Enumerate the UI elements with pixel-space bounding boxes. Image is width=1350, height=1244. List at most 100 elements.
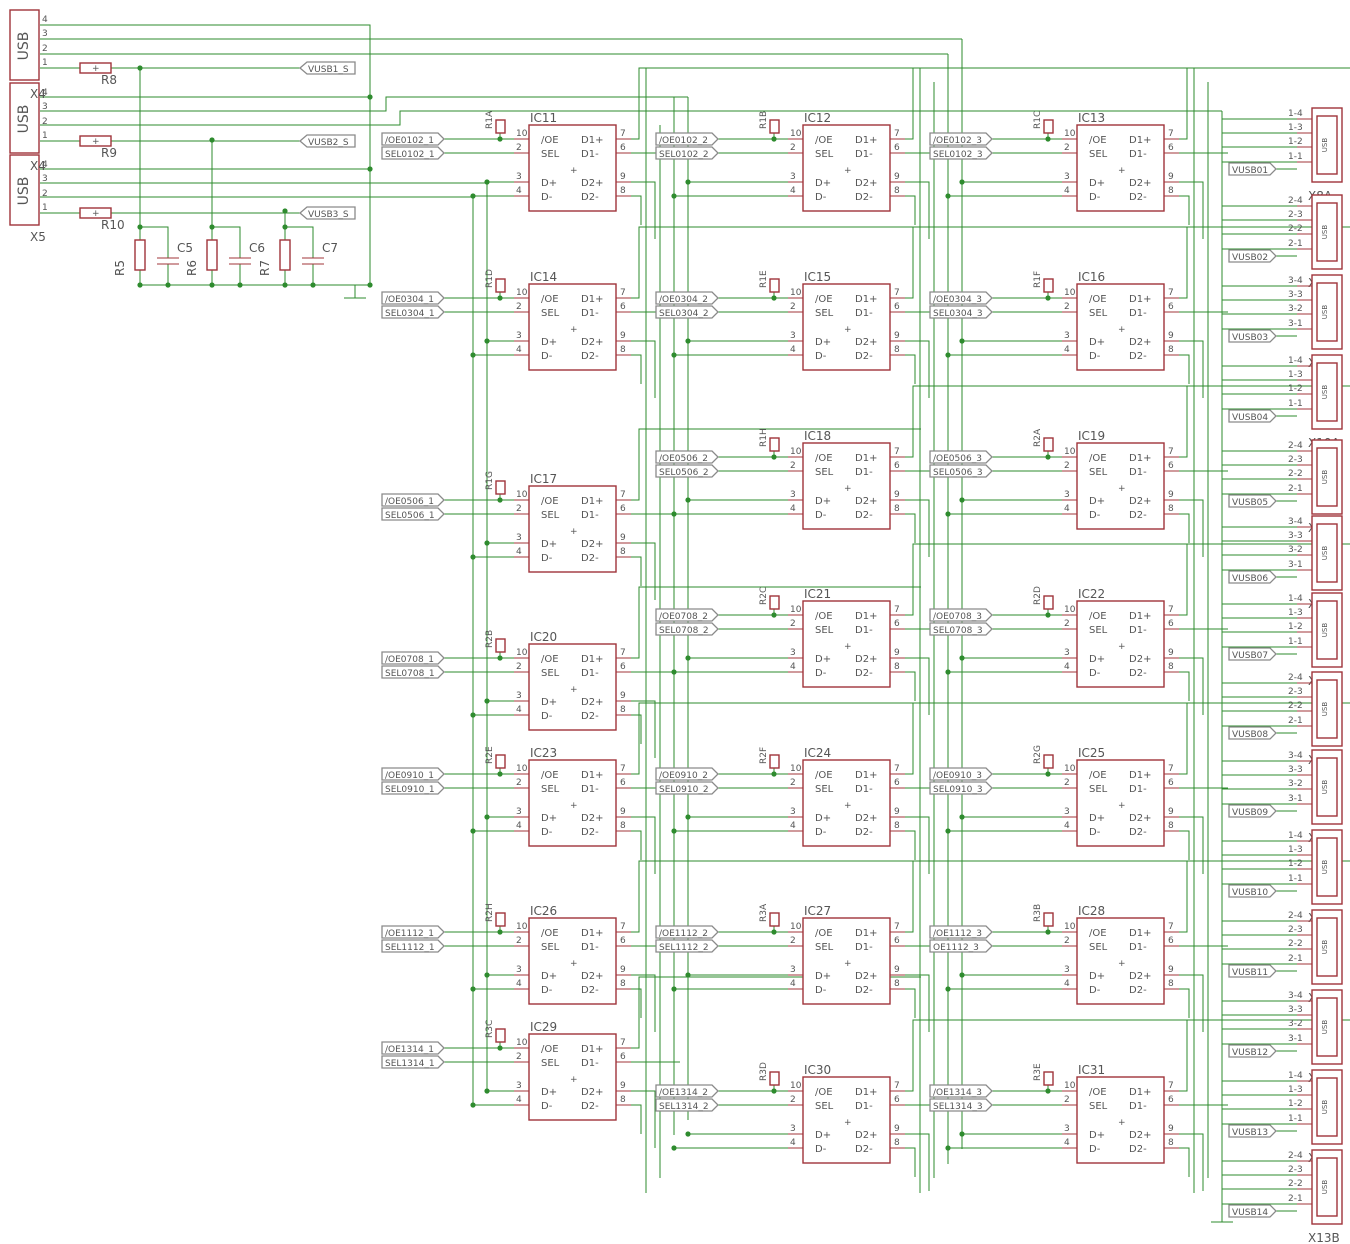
connector-ref: X4 bbox=[30, 159, 46, 173]
net-flag-label: /OE0708_1 bbox=[385, 655, 434, 665]
pin-label: D+ bbox=[815, 813, 831, 824]
pin-number: 3 bbox=[516, 807, 522, 817]
net-flag-label: SEL0304_2 bbox=[659, 309, 709, 319]
pin-number: 7 bbox=[620, 648, 626, 658]
pin-number: 2-4 bbox=[1288, 441, 1303, 451]
net-flag bbox=[1228, 884, 1277, 898]
pin-number: 8 bbox=[894, 186, 900, 196]
pin-number: 2 bbox=[516, 778, 522, 788]
pin-label: SEL bbox=[1089, 784, 1108, 795]
capacitor-ref: C6 bbox=[249, 241, 265, 255]
pullup-resistor bbox=[495, 278, 506, 293]
pullup-resistor bbox=[1043, 754, 1054, 769]
switch-ic bbox=[1076, 442, 1165, 530]
net-flag bbox=[929, 781, 993, 795]
pin-label: D2+ bbox=[855, 178, 877, 189]
net-flag-label: SEL0910_3 bbox=[933, 785, 983, 795]
pin-number: 8 bbox=[894, 979, 900, 989]
pin-label: D- bbox=[815, 668, 827, 679]
pin-label: SEL bbox=[541, 510, 560, 521]
net-flag-label: SEL0910_2 bbox=[659, 785, 709, 795]
pin-number: 3 bbox=[790, 807, 796, 817]
pin-number: 6 bbox=[620, 1052, 626, 1062]
pullup-resistor bbox=[495, 480, 506, 495]
ic-ref: IC12 bbox=[804, 111, 831, 125]
pin-number: 3-3 bbox=[1288, 1005, 1303, 1015]
pin-number: 8 bbox=[620, 1095, 626, 1105]
junction-dot bbox=[959, 1131, 965, 1137]
center-mark: + bbox=[844, 325, 852, 335]
pin-number: 2 bbox=[790, 778, 796, 788]
pin-label: D- bbox=[815, 827, 827, 838]
junction-dot bbox=[945, 193, 951, 199]
plus-mark: + bbox=[92, 137, 100, 147]
net-flag bbox=[1228, 964, 1277, 978]
net-flag-label: /OE0102_2 bbox=[659, 136, 708, 146]
pin-label: D2+ bbox=[581, 178, 603, 189]
pin-number: 7 bbox=[1168, 605, 1174, 615]
pin-number: 6 bbox=[1168, 619, 1174, 629]
net-flag bbox=[381, 132, 445, 146]
junction-dot bbox=[945, 669, 951, 675]
plus-mark: + bbox=[92, 64, 100, 74]
pin-label: D+ bbox=[1089, 654, 1105, 665]
junction-dot bbox=[209, 224, 215, 230]
pin-number: 3 bbox=[42, 102, 48, 112]
pin-number: 1-3 bbox=[1288, 123, 1303, 133]
net-flag bbox=[929, 1098, 993, 1112]
net-flag bbox=[1228, 249, 1277, 263]
pin-label: D+ bbox=[1089, 813, 1105, 824]
pin-number: 6 bbox=[1168, 461, 1174, 471]
pin-number: 4 bbox=[790, 979, 796, 989]
pin-label: D- bbox=[541, 351, 553, 362]
pin-label: D- bbox=[1089, 1144, 1101, 1155]
pin-label: D2+ bbox=[1129, 178, 1151, 189]
pin-label: D2- bbox=[855, 827, 873, 838]
junction-dot bbox=[484, 972, 490, 978]
pin-number: 9 bbox=[1168, 490, 1174, 500]
pin-number: 8 bbox=[1168, 345, 1174, 355]
net-flag bbox=[299, 61, 356, 75]
junction-dot bbox=[470, 554, 476, 560]
usb-input-connector bbox=[9, 9, 40, 81]
pin-label: /OE bbox=[541, 135, 559, 146]
pin-number: 2-4 bbox=[1288, 911, 1303, 921]
pin-label: D+ bbox=[815, 178, 831, 189]
pin-number: 2-2 bbox=[1288, 469, 1303, 479]
net-flag bbox=[1228, 1204, 1277, 1218]
net-flag bbox=[381, 925, 445, 939]
pin-label: D1- bbox=[855, 784, 873, 795]
pin-number: 1-4 bbox=[1288, 1071, 1303, 1081]
pin-label: SEL bbox=[541, 942, 560, 953]
wire bbox=[905, 543, 1195, 616]
resistor-ref: R6 bbox=[185, 260, 199, 276]
junction-dot bbox=[959, 338, 965, 344]
center-mark: + bbox=[1118, 484, 1126, 494]
pin-label: SEL bbox=[541, 784, 560, 795]
net-flag bbox=[381, 146, 445, 160]
pin-label: /OE bbox=[541, 294, 559, 305]
net-flag bbox=[1228, 726, 1277, 740]
pullup-ref: R1E bbox=[759, 270, 769, 288]
pin-number: 1-1 bbox=[1288, 874, 1303, 884]
pullup-resistor bbox=[1043, 278, 1054, 293]
resistor-ref: R8 bbox=[101, 73, 117, 87]
pin-number: 8 bbox=[1168, 821, 1174, 831]
pin-number: 6 bbox=[620, 302, 626, 312]
pin-label: D2- bbox=[581, 192, 599, 203]
net-flag-label: /OE1112_2 bbox=[659, 929, 708, 939]
switch-ic bbox=[1076, 917, 1165, 1005]
usb-input-connector bbox=[9, 154, 40, 226]
pin-label: D+ bbox=[1089, 337, 1105, 348]
junction-dot bbox=[470, 986, 476, 992]
net-flag bbox=[929, 305, 993, 319]
net-flag bbox=[929, 464, 993, 478]
pin-number: 7 bbox=[894, 922, 900, 932]
net-flag-label: VUSB11 bbox=[1232, 968, 1268, 978]
center-mark: + bbox=[570, 325, 578, 335]
pin-number: 4 bbox=[42, 88, 48, 98]
pin-number: 10 bbox=[1064, 1081, 1076, 1091]
pin-number: 10 bbox=[516, 648, 528, 658]
pin-number: 7 bbox=[620, 922, 626, 932]
pin-number: 1-4 bbox=[1288, 356, 1303, 366]
